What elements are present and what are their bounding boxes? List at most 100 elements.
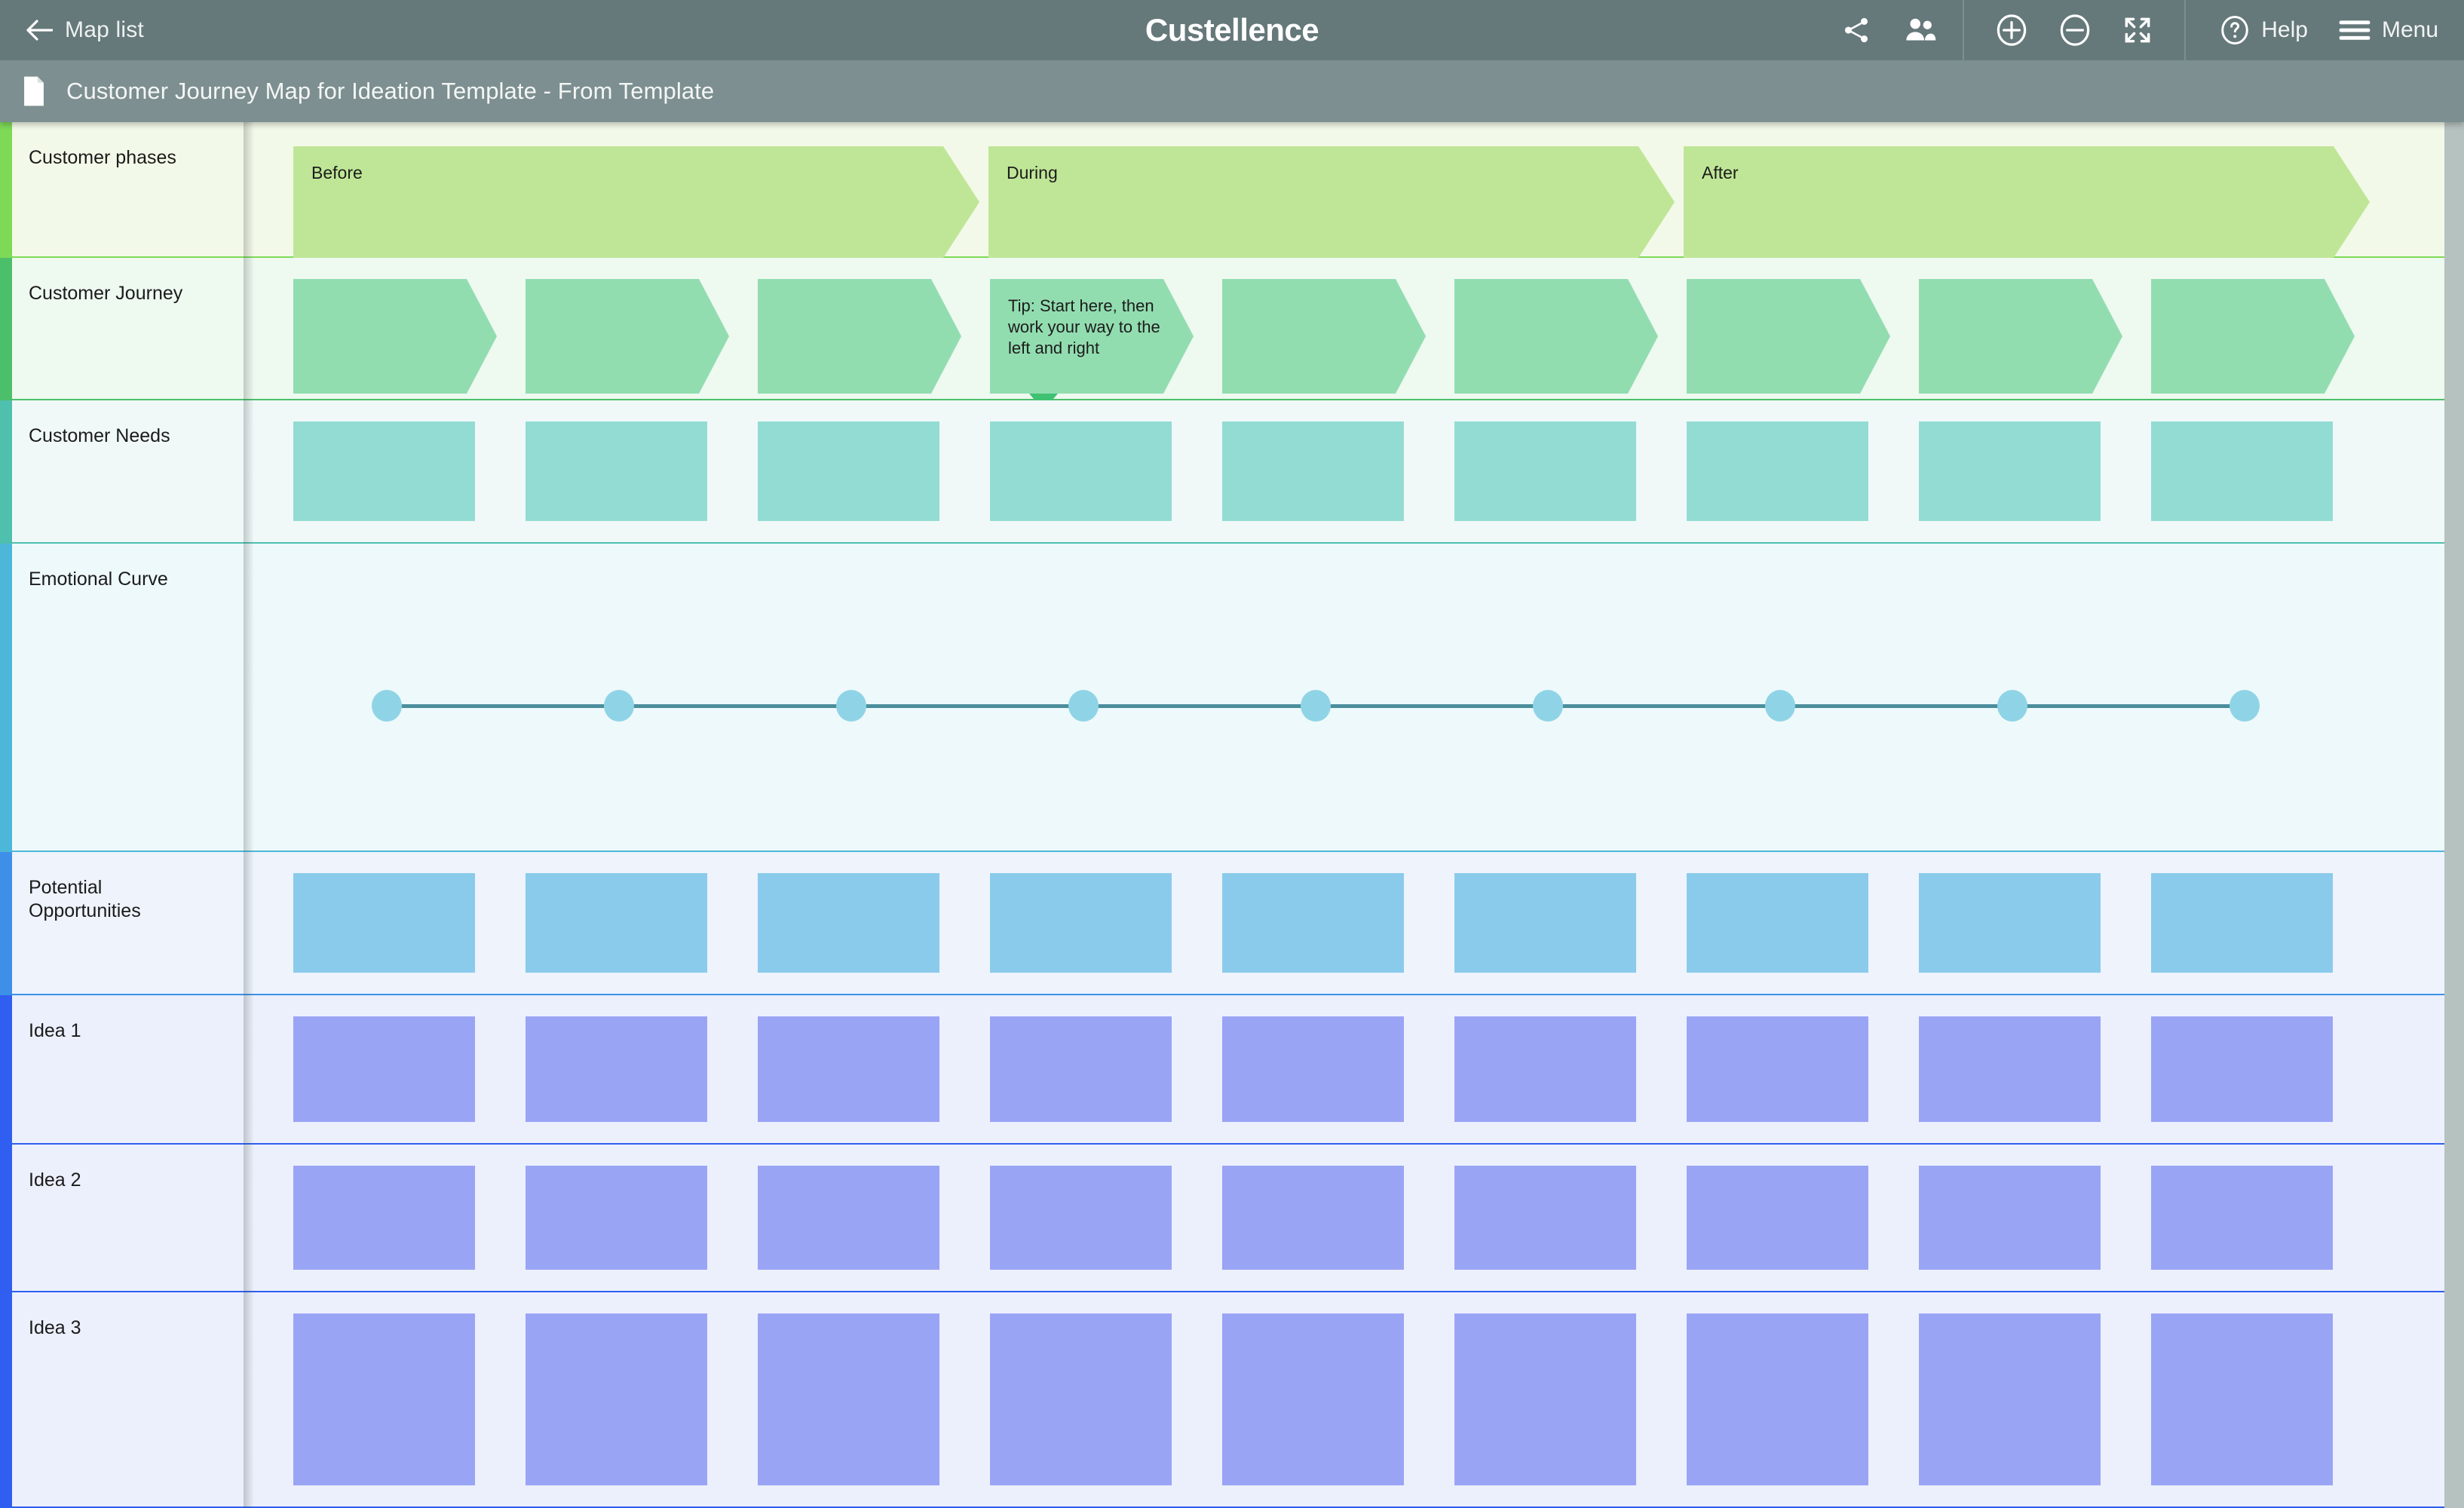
content-card[interactable] xyxy=(526,1166,707,1270)
journey-step-card[interactable] xyxy=(1222,279,1426,394)
vertical-scrollbar-track[interactable] xyxy=(2444,122,2464,1508)
journey-step-card[interactable] xyxy=(1919,279,2122,394)
content-card[interactable] xyxy=(990,873,1172,973)
content-card[interactable] xyxy=(758,1166,939,1270)
journey-step-card[interactable] xyxy=(2151,279,2355,394)
row-label-customer-journey[interactable]: Customer Journey xyxy=(12,258,244,399)
menu-label: Menu xyxy=(2381,17,2438,42)
content-card[interactable] xyxy=(1919,1166,2101,1270)
content-card[interactable] xyxy=(1454,1166,1636,1270)
help-button[interactable]: Help xyxy=(2219,14,2308,46)
content-card[interactable] xyxy=(1919,873,2101,973)
journey-step-card-tip[interactable]: Tip: Start here, then work your way to t… xyxy=(990,279,1194,394)
content-card[interactable] xyxy=(1222,1166,1404,1270)
content-card[interactable] xyxy=(293,1313,475,1485)
phase-card[interactable]: During xyxy=(988,146,1675,258)
help-circle-icon xyxy=(2219,14,2251,46)
fullscreen-icon[interactable] xyxy=(2121,14,2154,47)
content-card[interactable] xyxy=(1919,421,2101,521)
journey-step-card[interactable] xyxy=(758,279,961,394)
curve-point-handle[interactable] xyxy=(604,690,634,722)
row-label-customer-needs[interactable]: Customer Needs xyxy=(12,400,244,542)
content-card[interactable] xyxy=(1687,421,1868,521)
content-card[interactable] xyxy=(758,421,939,521)
content-card[interactable] xyxy=(758,873,939,973)
journey-step-card[interactable] xyxy=(1687,279,1890,394)
content-card[interactable] xyxy=(990,421,1172,521)
hamburger-icon xyxy=(2338,17,2371,43)
content-card[interactable] xyxy=(2151,873,2333,973)
content-card[interactable] xyxy=(990,1313,1172,1485)
row-accent-bar xyxy=(0,995,12,1143)
content-card[interactable] xyxy=(293,1016,475,1122)
content-card[interactable] xyxy=(526,421,707,521)
content-card[interactable] xyxy=(1222,1016,1404,1122)
menu-button[interactable]: Menu xyxy=(2338,17,2438,43)
journey-step-card[interactable] xyxy=(526,279,729,394)
zoom-group xyxy=(1964,0,2184,60)
collaborators-icon[interactable] xyxy=(1904,14,1937,46)
row-label-idea-1[interactable]: Idea 1 xyxy=(12,995,244,1143)
curve-point-handle[interactable] xyxy=(1997,690,2027,722)
curve-point-handle[interactable] xyxy=(1068,690,1099,722)
content-card[interactable] xyxy=(1687,1016,1868,1122)
curve-point-handle[interactable] xyxy=(1301,690,1331,722)
content-card[interactable] xyxy=(293,421,475,521)
row-label-text: Customer phases xyxy=(29,147,176,168)
content-card[interactable] xyxy=(526,1016,707,1122)
row-label-idea-2[interactable]: Idea 2 xyxy=(12,1145,244,1291)
row-label-text: Customer Journey xyxy=(29,283,183,304)
content-card[interactable] xyxy=(1222,421,1404,521)
row-label-emotional-curve[interactable]: Emotional Curve xyxy=(12,544,244,851)
row-label-potential-opportunities[interactable]: Potential Opportunities xyxy=(12,852,244,994)
curve-point-handle[interactable] xyxy=(1533,690,1563,722)
phase-label: Before xyxy=(311,163,363,182)
content-card[interactable] xyxy=(990,1016,1172,1122)
content-card[interactable] xyxy=(1687,1166,1868,1270)
journey-step-card[interactable] xyxy=(293,279,497,394)
content-card[interactable] xyxy=(1222,873,1404,973)
zoom-out-icon[interactable] xyxy=(2058,13,2092,48)
row-label-idea-3[interactable]: Idea 3 xyxy=(12,1292,244,1506)
content-card[interactable] xyxy=(1687,1313,1868,1485)
content-card[interactable] xyxy=(526,873,707,973)
row-accent-bar xyxy=(0,544,12,851)
phase-card[interactable]: After xyxy=(1684,146,2370,258)
curve-point-handle[interactable] xyxy=(836,690,866,722)
zoom-in-icon[interactable] xyxy=(1994,13,2029,48)
content-card[interactable] xyxy=(1687,873,1868,973)
content-card[interactable] xyxy=(1919,1016,2101,1122)
curve-point-handle[interactable] xyxy=(1765,690,1795,722)
content-card[interactable] xyxy=(1454,421,1636,521)
arrow-left-icon xyxy=(26,19,53,41)
map-list-back-button[interactable]: Map list xyxy=(26,17,144,43)
content-card[interactable] xyxy=(1454,1313,1636,1485)
journey-step-card[interactable] xyxy=(1454,279,1658,394)
content-card[interactable] xyxy=(758,1016,939,1122)
content-card[interactable] xyxy=(526,1313,707,1485)
curve-point-handle[interactable] xyxy=(372,690,402,722)
content-card[interactable] xyxy=(293,1166,475,1270)
content-card[interactable] xyxy=(1454,873,1636,973)
content-card[interactable] xyxy=(2151,1016,2333,1122)
map-row-customer-needs: Customer Needs xyxy=(0,400,2464,544)
curve-point-handle[interactable] xyxy=(2230,690,2260,722)
content-card[interactable] xyxy=(2151,1313,2333,1485)
content-card[interactable] xyxy=(293,873,475,973)
document-title[interactable]: Customer Journey Map for Ideation Templa… xyxy=(66,78,715,104)
app-bar: Map list Custellence xyxy=(0,0,2464,60)
row-label-customer-phases[interactable]: Customer phases xyxy=(12,122,244,256)
content-card[interactable] xyxy=(990,1166,1172,1270)
vertical-scrollbar-thumb[interactable] xyxy=(2446,125,2462,698)
phase-card[interactable]: Before xyxy=(293,146,979,258)
row-body-idea-1 xyxy=(244,995,2464,1143)
content-card[interactable] xyxy=(1222,1313,1404,1485)
content-card[interactable] xyxy=(758,1313,939,1485)
share-icon[interactable] xyxy=(1840,14,1872,46)
content-card[interactable] xyxy=(1919,1313,2101,1485)
content-card[interactable] xyxy=(2151,421,2333,521)
content-card[interactable] xyxy=(2151,1166,2333,1270)
content-card[interactable] xyxy=(1454,1016,1636,1122)
